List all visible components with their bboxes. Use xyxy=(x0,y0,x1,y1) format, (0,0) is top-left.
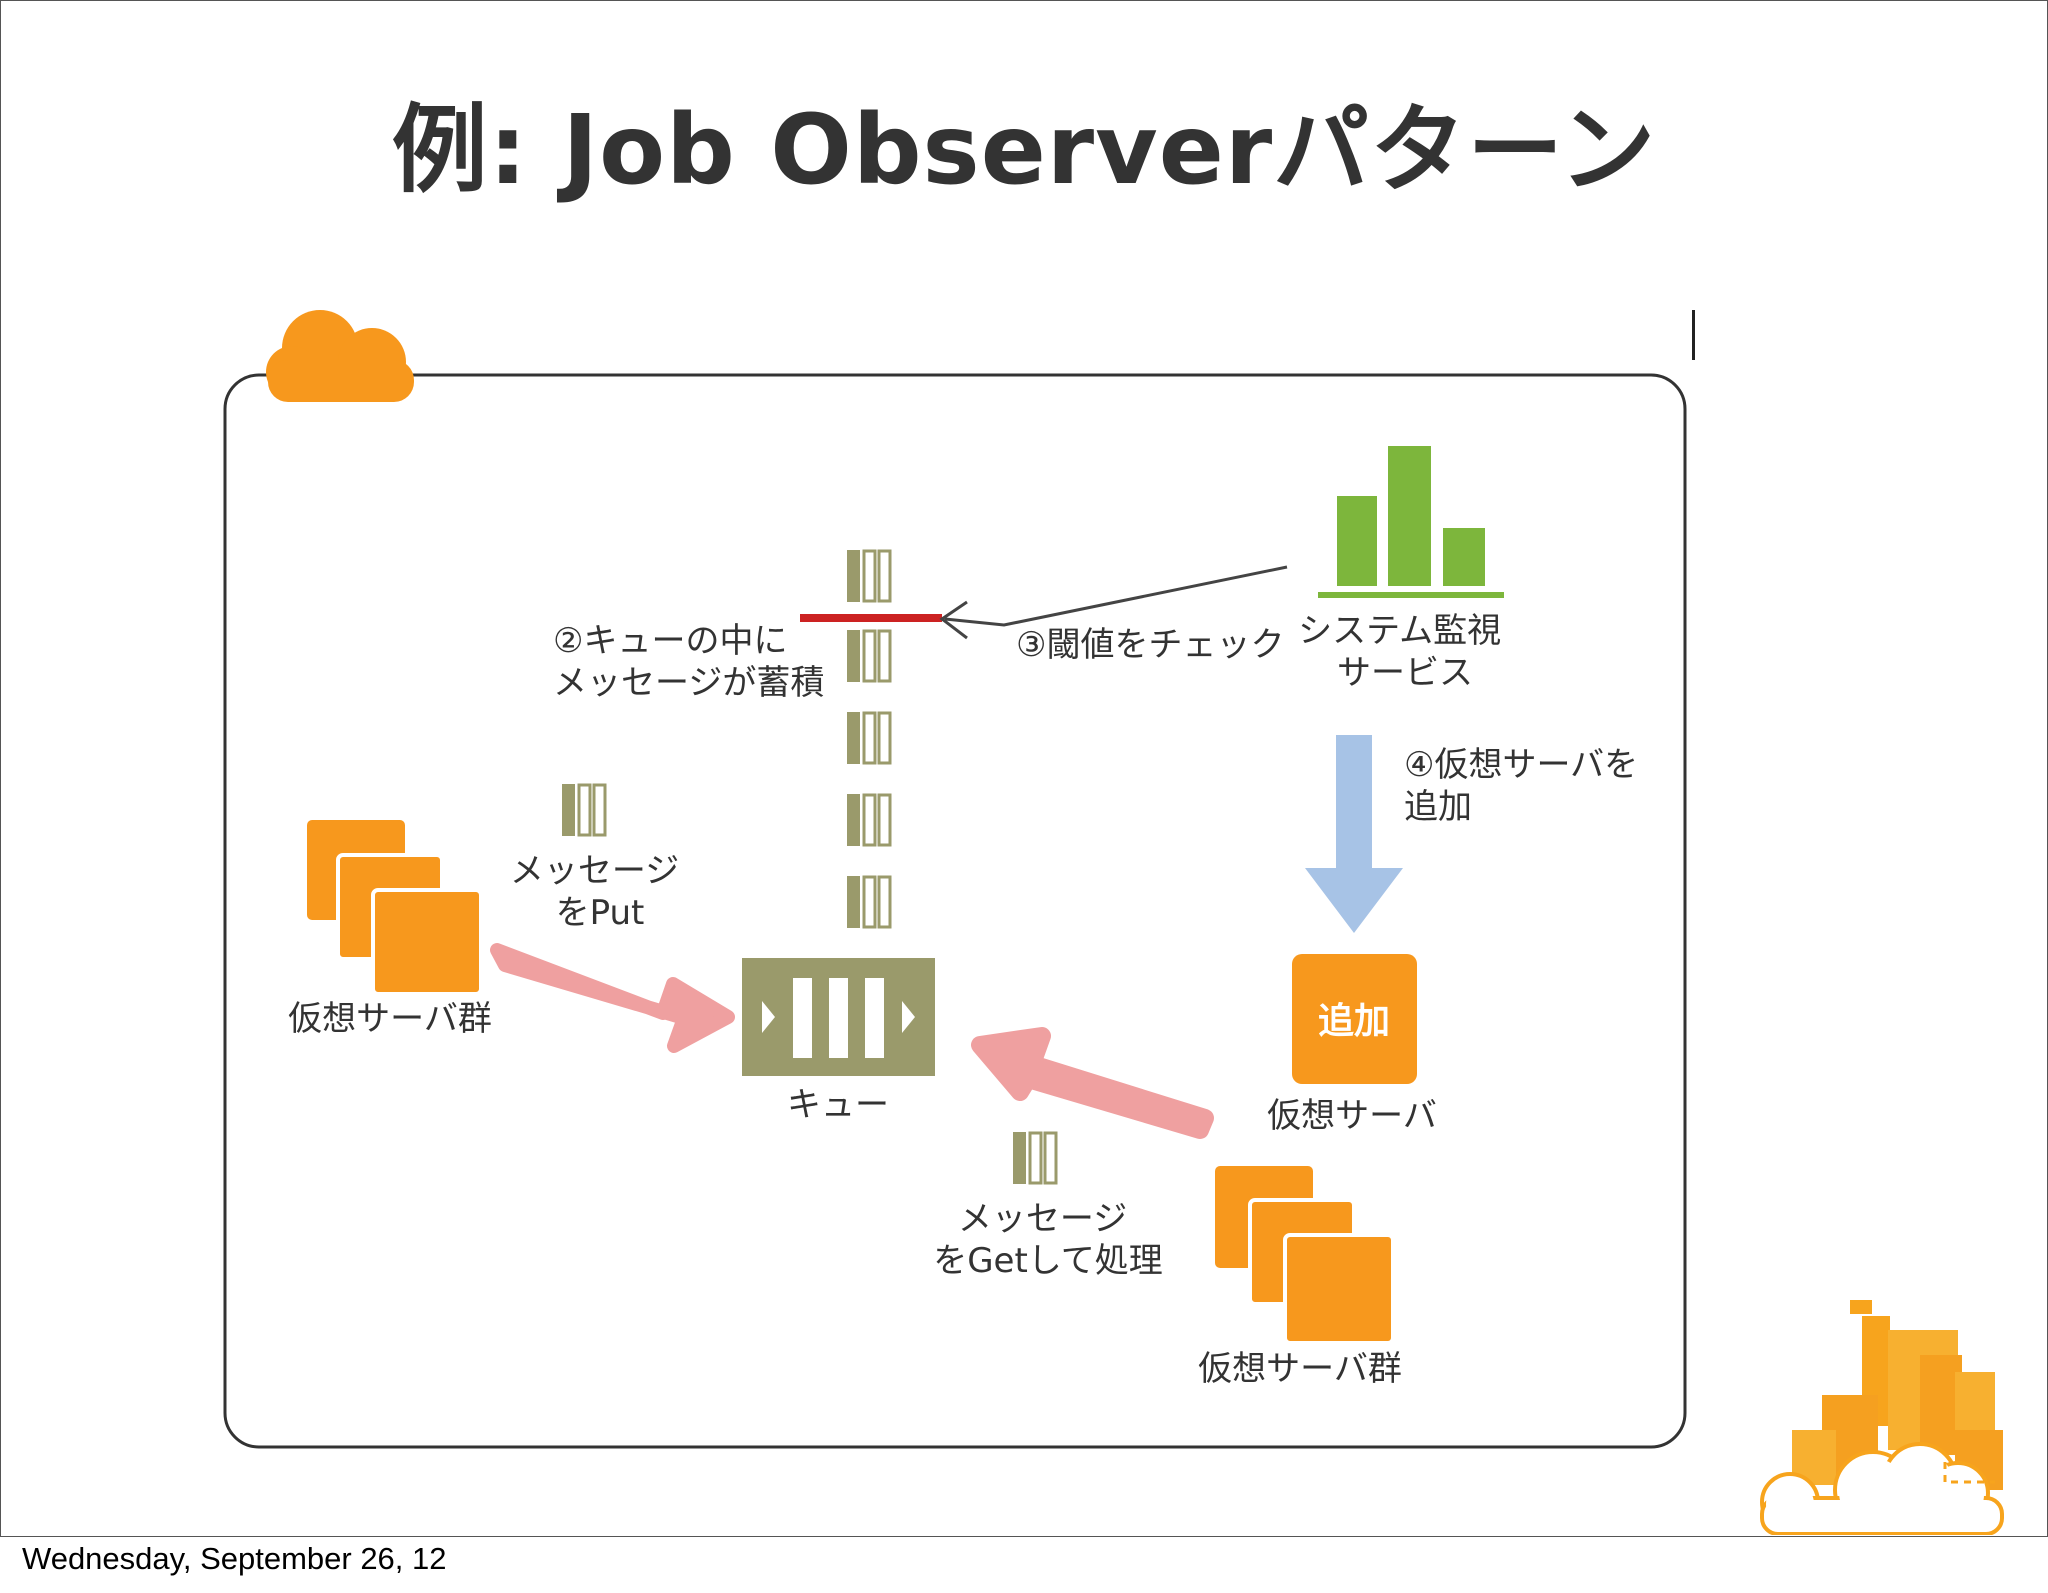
threshold-check-arrow xyxy=(939,565,1288,640)
step2-label: ②キューの中に メッセージが蓄積 xyxy=(553,621,824,703)
put-arrow xyxy=(490,943,735,1053)
queue-icon xyxy=(742,958,935,1076)
queue-label: キュー xyxy=(787,1085,889,1125)
queue-message-stack xyxy=(845,548,892,930)
city-cloud-logo-icon xyxy=(1760,1300,2004,1535)
get-arrow xyxy=(971,1027,1214,1139)
producer-group-label: 仮想サーバ群 xyxy=(288,999,492,1039)
step4-label: ④仮想サーバを 追加 xyxy=(1404,745,1649,827)
get-label: メッセージ をGetして処理 xyxy=(933,1199,1163,1281)
slide xyxy=(0,0,2048,1537)
monitoring-service-label: システム監視 サービス xyxy=(1298,611,1512,693)
architecture-diagram: ②キューの中に メッセージが蓄積 ③閾値をチェック システム監視 サービス ④仮… xyxy=(223,310,2004,1535)
producer-server-group-icon xyxy=(307,820,483,996)
added-server-icon xyxy=(1292,954,1417,1084)
cloud-boundary xyxy=(223,310,1695,1449)
step3-label: ③閾値をチェック xyxy=(1016,625,1284,665)
put-message-icon xyxy=(560,782,607,838)
footer-date: Wednesday, September 26, 12 xyxy=(22,1541,447,1576)
monitoring-chart-icon xyxy=(1318,446,1504,598)
threshold-line xyxy=(800,614,942,622)
get-message-icon xyxy=(1011,1130,1058,1186)
slide-title: 例: Job Observerパターン xyxy=(391,94,1657,206)
scale-out-arrow xyxy=(1305,735,1403,933)
consumer-group-label: 仮想サーバ群 xyxy=(1198,1349,1402,1389)
put-label: メッセージ をPut xyxy=(510,851,690,933)
consumer-server-group-icon xyxy=(1215,1166,1395,1345)
add-badge-text: 追加 xyxy=(1318,1001,1390,1042)
added-server-label: 仮想サーバ xyxy=(1267,1096,1437,1136)
cloud-icon xyxy=(266,310,414,402)
